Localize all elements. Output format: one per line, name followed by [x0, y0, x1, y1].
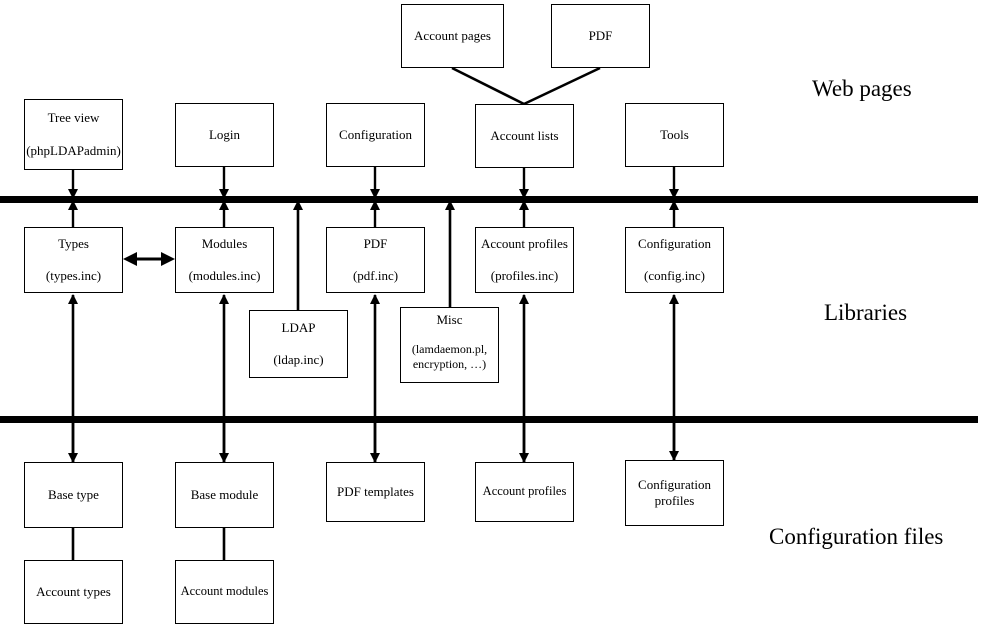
node-account-lists[interactable]: Account lists — [475, 104, 574, 168]
node-configuration-page[interactable]: Configuration — [326, 103, 425, 167]
node-ldap-lib-line1: LDAP — [281, 319, 316, 335]
node-account-profiles-lib-line1: Account profiles — [480, 235, 568, 251]
node-pdf-lib-line1: PDF — [363, 235, 388, 251]
node-misc-lib-line1: Misc — [436, 312, 463, 327]
node-types-lib[interactable]: Types (types.inc) — [24, 227, 123, 293]
node-base-type-line1: Base type — [48, 486, 99, 502]
node-configuration-profiles[interactable]: Configuration profiles — [625, 460, 724, 526]
node-tools-line1: Tools — [660, 126, 689, 142]
node-ldap-lib[interactable]: LDAP (ldap.inc) — [249, 310, 348, 378]
connector-account-pages-to-account-lists — [451, 66, 525, 106]
node-pdf-templates[interactable]: PDF templates — [326, 462, 425, 522]
node-misc-lib[interactable]: Misc (lamdaemon.pl, encryption, …) — [400, 307, 499, 383]
node-pdf-source[interactable]: PDF — [551, 4, 650, 68]
zone-label-libraries: Libraries — [824, 300, 908, 325]
connector-types-modules-bidirectional — [123, 252, 175, 266]
node-tools[interactable]: Tools — [625, 103, 724, 167]
node-types-lib-line2: (types.inc) — [45, 268, 102, 283]
node-modules-lib[interactable]: Modules (modules.inc) — [175, 227, 274, 293]
node-modules-lib-line1: Modules — [201, 235, 248, 251]
node-account-types[interactable]: Account types — [24, 560, 123, 624]
node-account-lists-line1: Account lists — [490, 127, 559, 143]
node-types-lib-line1: Types — [58, 235, 89, 251]
node-account-pages[interactable]: Account pages — [401, 4, 504, 68]
node-configuration-profiles-line2: profiles — [654, 493, 695, 508]
node-modules-lib-line2: (modules.inc) — [188, 268, 261, 283]
node-tree-view[interactable]: Tree view (phpLDAPadmin) — [24, 99, 123, 170]
node-configuration-lib[interactable]: Configuration (config.inc) — [625, 227, 724, 293]
node-account-profiles-files[interactable]: Account profiles — [475, 462, 574, 522]
node-ldap-lib-line2: (ldap.inc) — [273, 352, 324, 367]
node-account-types-line1: Account types — [36, 583, 111, 599]
node-login-line1: Login — [208, 126, 241, 142]
node-pdf-lib-line2: (pdf.inc) — [352, 268, 399, 283]
node-configuration-profiles-line1: Configuration — [638, 476, 711, 492]
node-configuration-page-line1: Configuration — [339, 126, 412, 142]
zone-label-configuration-files: Configuration files — [769, 524, 944, 549]
node-account-modules-line1: Account modules — [180, 584, 269, 599]
separator-web-libraries — [0, 196, 978, 203]
node-base-type[interactable]: Base type — [24, 462, 123, 528]
node-account-pages-line1: Account pages — [414, 27, 491, 43]
node-base-module[interactable]: Base module — [175, 462, 274, 528]
node-account-profiles-files-line1: Account profiles — [482, 484, 567, 499]
node-pdf-source-line1: PDF — [588, 27, 613, 43]
node-account-profiles-lib[interactable]: Account profiles (profiles.inc) — [475, 227, 574, 293]
node-misc-lib-line2: (lamdaemon.pl, encryption, …) — [411, 342, 488, 371]
separator-libraries-config — [0, 416, 978, 423]
node-pdf-templates-line1: PDF templates — [337, 483, 414, 499]
node-account-profiles-lib-line2: (profiles.inc) — [490, 268, 559, 283]
node-login[interactable]: Login — [175, 103, 274, 167]
node-tree-view-line2: (phpLDAPadmin) — [26, 142, 121, 158]
connector-pdf-source-to-account-lists — [523, 66, 601, 106]
zone-label-web-pages: Web pages — [812, 76, 912, 101]
node-account-modules[interactable]: Account modules — [175, 560, 274, 624]
node-configuration-lib-line1: Configuration — [638, 235, 711, 251]
node-configuration-lib-line2: (config.inc) — [643, 268, 705, 283]
node-tree-view-line1: Tree view — [47, 110, 100, 126]
node-base-module-line1: Base module — [190, 486, 259, 502]
node-pdf-lib[interactable]: PDF (pdf.inc) — [326, 227, 425, 293]
